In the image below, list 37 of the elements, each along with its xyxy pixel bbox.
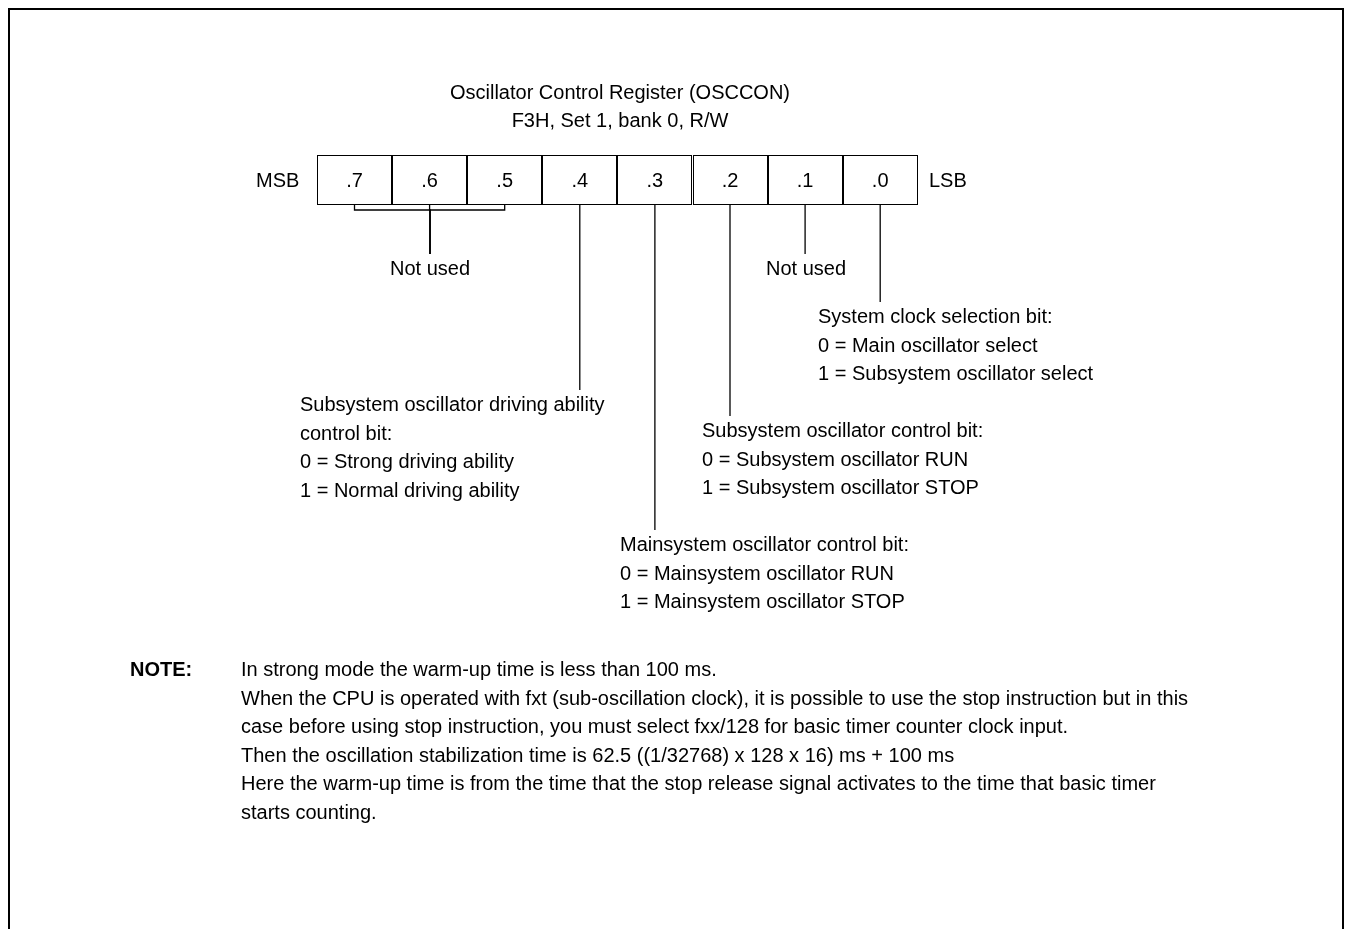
register-bit-cell: .0 [842, 155, 918, 205]
note-paragraph: In strong mode the warm-up time is less than 100 ms. [241, 657, 718, 682]
not-used-label: Not used [766, 254, 847, 282]
register-bit-cell: .5 [467, 155, 543, 205]
register-bit-cell: .4 [542, 155, 618, 205]
bit-description-heading: Subsystem oscillator driving ability control bit: [300, 392, 606, 446]
bit-description-heading: System clock selection bit: [818, 304, 1054, 329]
leader-line [729, 204, 731, 417]
note-paragraph: When the CPU is operated with fxt (sub-oscillation clock), it is possible to use the stop instruction but in this case before using stop instruction, you must select fxx/128 for basic timer counter clock input. [241, 685, 1190, 739]
leader-line [654, 204, 656, 531]
bit-description-heading: Subsystem oscillator control bit: [702, 418, 984, 443]
bit-value-description: 0 = Strong driving ability [300, 449, 515, 474]
register-title: Oscillator Control Register (OSCCON) [448, 80, 792, 105]
leader-line [579, 204, 581, 391]
register-address: F3H, Set 1, bank 0, R/W [510, 108, 730, 133]
bit-value-description: 1 = Mainsystem oscillator STOP [620, 589, 906, 614]
leader-line [429, 204, 506, 255]
bit-value-description: 0 = Subsystem oscillator RUN [702, 446, 970, 472]
note-paragraph: Then the oscillation stabilization time is 62.5 ((1/32768) x 128 x 16) ms + 100 ms [241, 742, 956, 768]
bit-value-description: 1 = Subsystem oscillator select [818, 361, 1094, 386]
register-bit-cell: .1 [767, 155, 843, 205]
note-paragraph: Here the warm-up time is from the time that the stop release signal activates to the time that basic timer starts counting. [241, 771, 1157, 825]
note-heading: NOTE: [130, 657, 193, 682]
leader-line [879, 204, 881, 303]
lsb-label: LSB [929, 168, 967, 193]
bit-value-description: 0 = Mainsystem oscillator RUN [620, 560, 895, 586]
not-used-label: Not used [390, 254, 471, 282]
register-bit-cell: .2 [692, 155, 768, 205]
register-bit-cell: .6 [392, 155, 468, 205]
register-bit-cell: .7 [317, 155, 392, 205]
register-bit-cell: .3 [617, 155, 693, 205]
bit-value-description: 1 = Subsystem oscillator STOP [702, 475, 980, 500]
bit-value-description: 1 = Normal driving ability [300, 477, 521, 503]
bit-description-heading: Mainsystem oscillator control bit: [620, 532, 909, 557]
msb-label: MSB [256, 168, 300, 193]
bit-value-description: 0 = Main oscillator select [818, 332, 1039, 358]
leader-line [804, 204, 806, 255]
